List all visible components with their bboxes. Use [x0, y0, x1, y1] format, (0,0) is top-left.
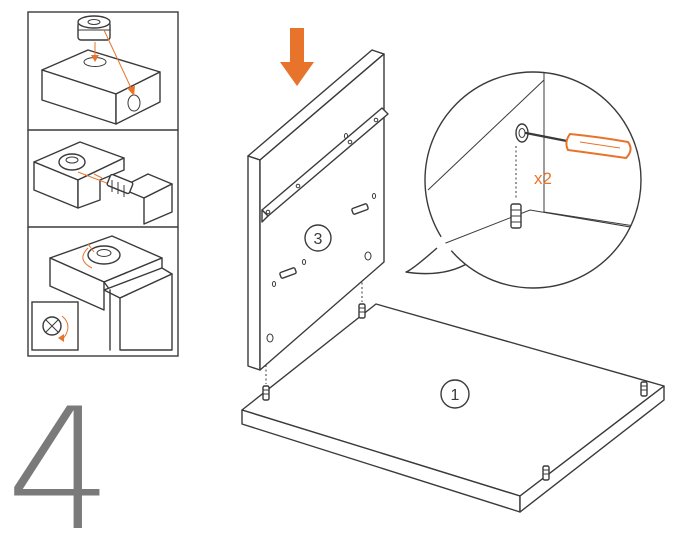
drawer-rail [261, 107, 389, 223]
direction-arrow-icon [127, 86, 135, 96]
insert-arrow-icon [91, 55, 99, 62]
callout-bubble: x2 [405, 71, 642, 289]
cam-lock-icon [87, 245, 121, 265]
panel-part-number: 3 [314, 231, 323, 248]
dowel-icon [542, 465, 550, 481]
step-number: 4 [6, 372, 113, 536]
base-part-number: 1 [451, 387, 460, 404]
panel-hole [364, 251, 372, 261]
rotate-arrow-icon [58, 334, 64, 342]
screwdriver-icon [524, 131, 632, 160]
dowel-icon [358, 278, 366, 319]
quantity-label: x2 [534, 169, 552, 188]
panel-hole [266, 333, 274, 343]
side-panel: 3 [247, 49, 389, 371]
detail-panels [27, 11, 179, 357]
base-panel: 1 [241, 278, 665, 513]
down-arrow-icon [280, 28, 314, 86]
bolt-icon [351, 203, 369, 215]
dowel-icon [640, 381, 648, 397]
bolt-icon [279, 267, 297, 279]
dowel-icon [510, 203, 522, 229]
cam-lock-icon [58, 153, 86, 171]
detail-insert-cam [41, 15, 161, 125]
part-badge [304, 224, 332, 252]
part-badge [440, 379, 470, 409]
dowel-icon [262, 356, 270, 401]
cam-lock-icon [77, 15, 111, 41]
detail-insert-bolt [33, 141, 173, 225]
detail-tighten-cam [31, 235, 173, 351]
